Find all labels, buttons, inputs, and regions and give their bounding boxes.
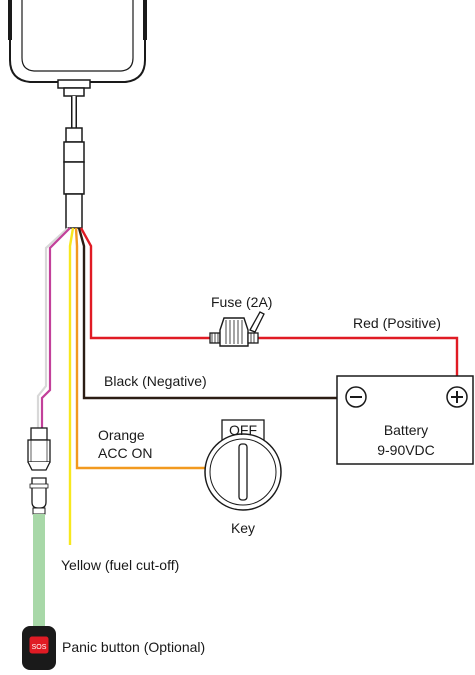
black-wire <box>77 227 337 400</box>
tracker-device <box>8 0 147 83</box>
panic-connector <box>27 427 51 515</box>
key-label: Key <box>231 520 255 536</box>
pink-wire <box>40 227 71 428</box>
white-wire <box>36 227 69 428</box>
fuse-holder <box>209 311 265 347</box>
red-wire-to-battery <box>258 336 459 376</box>
battery-title: Battery <box>384 422 428 438</box>
black-label: Black (Negative) <box>104 373 207 389</box>
battery-voltage: 9-90VDC <box>377 442 435 458</box>
sos-label: SOS <box>32 644 47 651</box>
main-harness <box>57 79 91 229</box>
red-label: Red (Positive) <box>353 315 441 331</box>
orange-label: Orange <box>98 427 145 443</box>
yellow-label: Yellow (fuel cut-off) <box>61 557 179 573</box>
panic-button[interactable]: SOS <box>22 626 56 670</box>
ignition-key <box>204 419 282 511</box>
battery <box>336 375 474 465</box>
key-off-label: OFF <box>229 422 257 438</box>
acc-on-label: ACC ON <box>98 445 152 461</box>
panic-label: Panic button (Optional) <box>62 639 205 655</box>
orange-wire <box>74 227 206 470</box>
red-wire <box>79 227 210 340</box>
yellow-wire <box>68 227 75 545</box>
panic-cable <box>33 514 45 626</box>
fuse-label: Fuse (2A) <box>211 294 272 310</box>
